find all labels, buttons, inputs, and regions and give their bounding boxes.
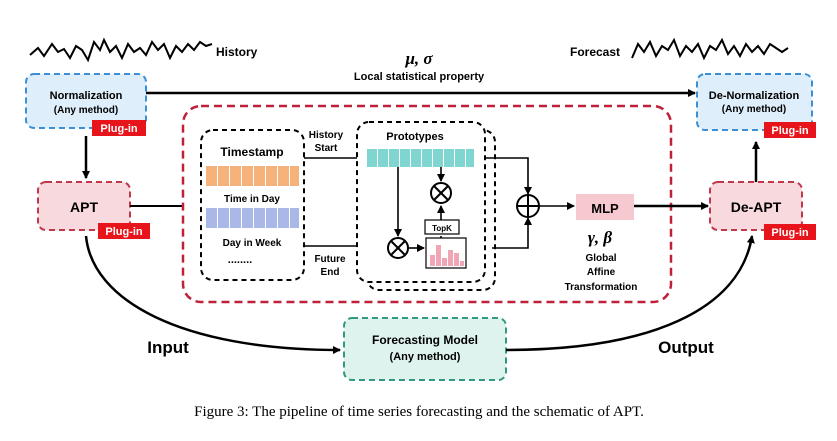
multiply-circle-bottom bbox=[387, 237, 409, 259]
mlp-label: MLP bbox=[591, 201, 619, 216]
history-start-label-1: History bbox=[309, 130, 344, 141]
output-label: Output bbox=[658, 338, 714, 357]
gamma-beta-label: γ, β bbox=[588, 228, 613, 247]
topk-box bbox=[424, 219, 460, 235]
plugin-badge-apt bbox=[98, 223, 150, 239]
plugin-label-normalization: Plug-in bbox=[100, 123, 138, 135]
ellipsis-label: ........ bbox=[228, 254, 252, 266]
normalization-sub: (Any method) bbox=[54, 105, 118, 116]
line-histogram-to-plus bbox=[492, 217, 532, 249]
denormalization-label: De-Normalization bbox=[709, 90, 800, 102]
topk-label: TopK bbox=[432, 224, 452, 233]
local-statistical-property-label: Local statistical property bbox=[354, 71, 485, 83]
line-prototypes-to-plus bbox=[485, 157, 532, 195]
plugin-label-apt: Plug-in bbox=[105, 226, 143, 238]
prototype-bars bbox=[367, 149, 474, 167]
future-end-label-1: Future bbox=[314, 254, 346, 265]
forecast-series-line bbox=[631, 37, 789, 61]
normalization-box bbox=[25, 73, 147, 129]
apt-schematic-box bbox=[181, 104, 673, 304]
mu-sigma-label: μ, σ bbox=[404, 49, 433, 68]
affine-label: Affine bbox=[587, 267, 616, 278]
forecasting-model-label: Forecasting Model bbox=[372, 333, 478, 347]
plugin-badge-de-apt bbox=[764, 224, 816, 240]
day-in-week-bars bbox=[206, 208, 299, 228]
timestamp-box bbox=[200, 129, 305, 281]
figure-caption: Figure 3: The pipeline of time series fo… bbox=[194, 404, 644, 420]
forecast-label: Forecast bbox=[570, 45, 620, 59]
history-series-line bbox=[29, 37, 213, 63]
normalization-label: Normalization bbox=[50, 90, 123, 102]
similarity-histogram bbox=[425, 237, 467, 269]
forecasting-model-box bbox=[343, 317, 507, 381]
de-apt-label: De-APT bbox=[731, 199, 782, 215]
history-label: History bbox=[216, 45, 258, 59]
timestamp-label: Timestamp bbox=[220, 145, 283, 159]
de-apt-box bbox=[709, 181, 803, 231]
future-end-label-2: End bbox=[321, 267, 340, 278]
denormalization-box bbox=[696, 73, 813, 131]
multiply-circle-top bbox=[430, 182, 452, 204]
time-in-day-label: Time in Day bbox=[224, 194, 280, 205]
global-label: Global bbox=[585, 253, 616, 264]
denormalization-sub: (Any method) bbox=[722, 104, 786, 115]
transformation-label: Transformation bbox=[565, 282, 638, 293]
mlp-box bbox=[576, 194, 634, 220]
plugin-label-denormalization: Plug-in bbox=[771, 125, 809, 137]
plugin-label-de-apt: Plug-in bbox=[771, 227, 809, 239]
input-label: Input bbox=[147, 338, 189, 357]
apt-label: APT bbox=[70, 199, 98, 215]
prototypes-label: Prototypes bbox=[386, 131, 443, 143]
history-start-label-2: Start bbox=[315, 143, 338, 154]
output-curve-arrow bbox=[505, 235, 755, 352]
input-curve-arrow bbox=[84, 235, 341, 354]
time-in-day-bars bbox=[206, 166, 299, 186]
plugin-badge-normalization bbox=[92, 120, 146, 136]
plugin-badge-denormalization bbox=[764, 122, 816, 138]
plus-circle bbox=[516, 194, 540, 218]
day-in-week-label: Day in Week bbox=[223, 238, 282, 249]
forecasting-model-sub: (Any method) bbox=[390, 351, 461, 363]
